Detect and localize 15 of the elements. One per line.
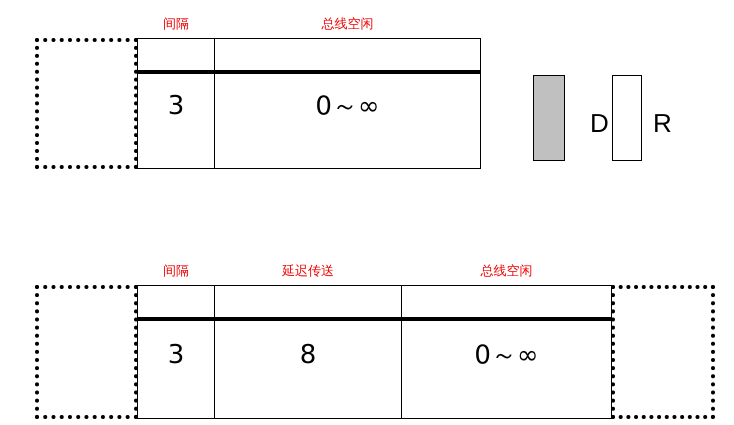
adjacent-frame-box <box>35 38 138 169</box>
field-heading: 延迟传送 <box>282 263 334 280</box>
bit-count: 8 <box>300 340 316 370</box>
adjacent-frame-box <box>611 285 715 419</box>
bit-count: 0～∞ <box>474 339 539 372</box>
field-heading: 间隔 <box>163 263 189 280</box>
bit-count: 3 <box>168 91 184 122</box>
field-heading: 间隔 <box>163 16 189 33</box>
legend-label: R <box>653 108 672 139</box>
field-heading: 总线空闲 <box>322 16 374 33</box>
field-heading: 总线空闲 <box>480 263 532 280</box>
bit-count: 0～∞ <box>315 90 380 124</box>
legend-label: D <box>590 108 609 139</box>
adjacent-frame-box <box>35 285 138 419</box>
bit-count: 3 <box>168 340 184 370</box>
